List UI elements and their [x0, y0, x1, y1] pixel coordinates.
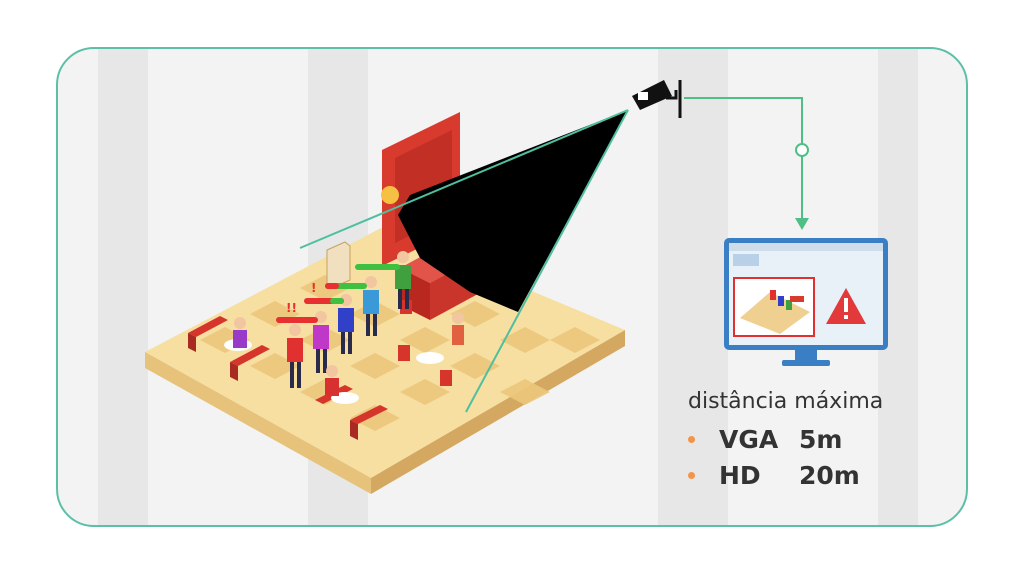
camera-field-of-view — [398, 110, 628, 312]
camera-to-monitor-connector — [684, 97, 809, 230]
max-distance-caption: distância máxima — [688, 389, 884, 414]
background-stripe — [658, 49, 728, 525]
resolution-label: VGA — [719, 424, 779, 454]
fov-edge-line — [465, 109, 629, 413]
wait-time-bars: !! ! — [276, 264, 400, 323]
spec-row-vga: VGA 5m — [688, 422, 842, 456]
distance-value: 5m — [799, 424, 843, 454]
warning-icon — [826, 288, 866, 324]
distance-value: 20m — [799, 460, 860, 490]
bullet-icon — [688, 471, 695, 479]
spec-row-hd: HD 20m — [688, 458, 860, 492]
restaurant-illustration: !! ! — [145, 112, 625, 494]
svg-text:!!: !! — [286, 301, 297, 315]
fov-edge-line — [299, 109, 629, 249]
camera-icon — [632, 80, 682, 118]
background-stripe — [98, 49, 148, 525]
resolution-label: HD — [719, 460, 761, 490]
bullet-icon — [688, 435, 695, 443]
monitor-icon — [724, 238, 888, 366]
svg-text:!: ! — [311, 281, 316, 295]
